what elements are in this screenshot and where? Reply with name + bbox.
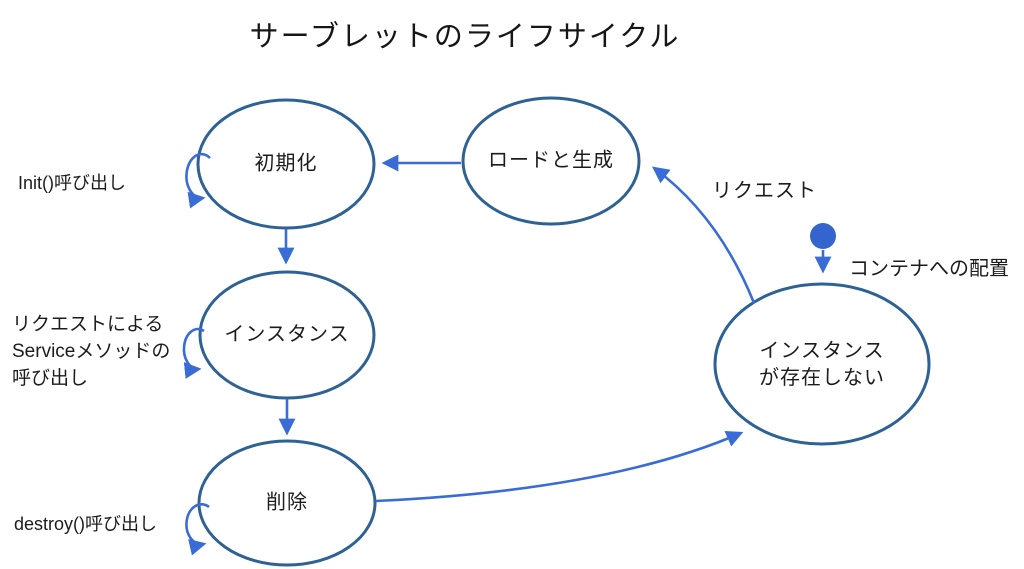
- edge-label-request: リクエスト: [712, 180, 817, 202]
- self-loop-delete: [185, 502, 210, 556]
- state-instance-ellipse: [198, 270, 376, 400]
- state-no-instance-label: インスタンス が存在しない: [759, 338, 885, 392]
- edge-label-destroy-call: destroy()呼び出し: [14, 514, 158, 534]
- edge-label-service-call-line3: 呼び出し: [12, 368, 89, 389]
- self-loop-init: [185, 152, 211, 209]
- edge-no-instance-to-load: [651, 166, 756, 304]
- edge-delete-to-no-instance: [375, 430, 744, 503]
- state-no-instance-ellipse: [713, 282, 931, 446]
- state-instance-label: インスタンス: [224, 323, 350, 346]
- state-no-instance-label-line2: が存在しない: [759, 367, 885, 389]
- state-delete-label: 削除: [266, 491, 308, 514]
- edge-label-service-call: リクエストによる Serviceメソッドの 呼び出し: [12, 311, 170, 392]
- start-state-dot: [810, 223, 836, 249]
- state-init-ellipse: [196, 98, 376, 230]
- edge-label-container-placement: コンテナへの配置: [849, 258, 1009, 280]
- edge-label-service-call-line2: Serviceメソッドの: [12, 341, 171, 362]
- self-loop-instance: [182, 327, 205, 379]
- state-load-label: ロードと生成: [488, 149, 614, 172]
- edge-label-init-call: Init()呼び出し: [18, 173, 126, 193]
- state-delete-ellipse: [197, 439, 377, 567]
- edge-label-service-call-line1: リクエストによる: [12, 314, 164, 335]
- state-init-label: 初期化: [254, 152, 318, 175]
- state-load-ellipse: [461, 96, 641, 226]
- page-title: サーブレットのライフサイクル: [249, 21, 681, 53]
- state-no-instance-label-line1: インスタンス: [759, 340, 885, 362]
